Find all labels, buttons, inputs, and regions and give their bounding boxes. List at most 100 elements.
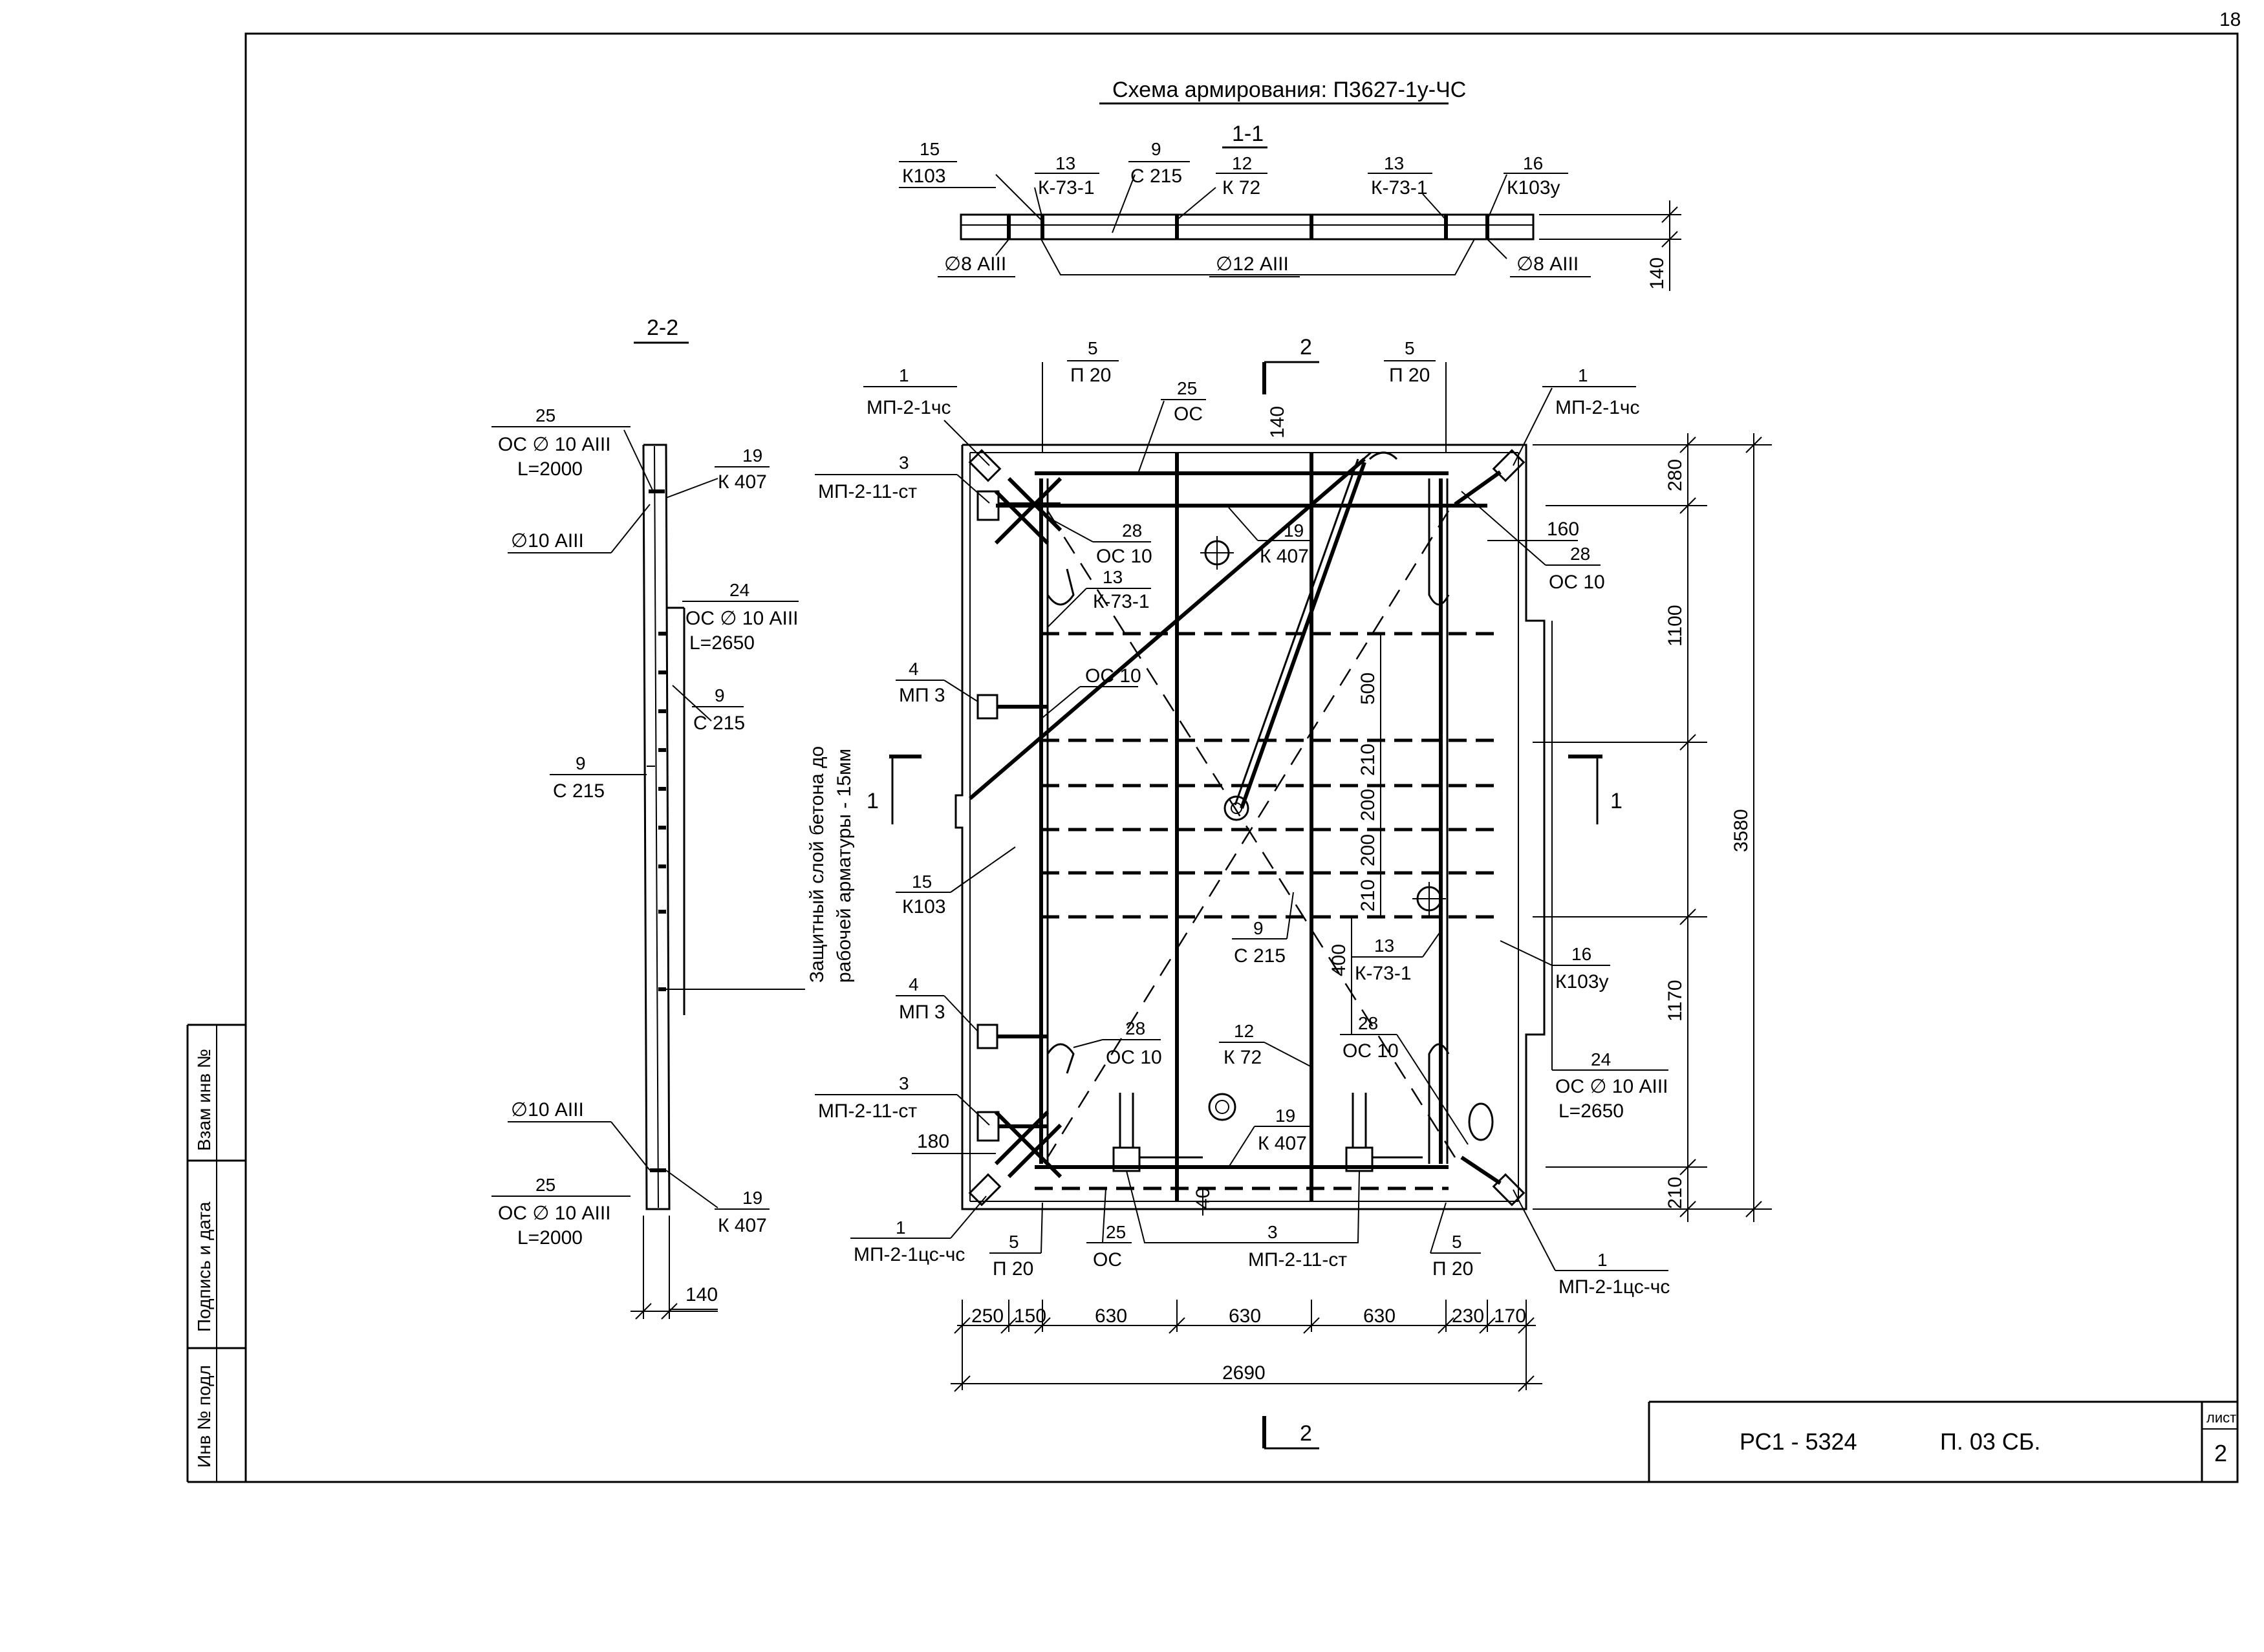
s22-c215-left-num: 9 xyxy=(576,753,586,773)
plan-right-1-text: МП-2-1цс-чс xyxy=(1558,1276,1670,1298)
s22-phi-bottom: ∅10 АIII xyxy=(511,1099,584,1121)
plan-top-1l-num: 1 xyxy=(899,365,909,385)
stamp-signature-date: Подпись и дата xyxy=(194,1201,214,1332)
s22-top-line2: L=2000 xyxy=(517,458,583,480)
s22-mid-num: 24 xyxy=(729,580,749,600)
plan-inner-19b-num: 19 xyxy=(1275,1106,1295,1126)
dim-230: 230 xyxy=(1452,1305,1484,1327)
s11-label-12-text: К 72 xyxy=(1222,177,1260,198)
section-1-1: 1-1 xyxy=(960,122,1681,291)
plan-inner-12-text: К 72 xyxy=(1224,1047,1262,1068)
plan-top-25-text: ОС xyxy=(1174,403,1203,425)
s11-height-dim: 140 xyxy=(1646,257,1668,290)
plan-left-labels: 3 МП-2-11-ст 28 ОС 10 13 К-73-1 4 МП 3 1… xyxy=(815,453,1152,1265)
dim-170: 170 xyxy=(1494,1305,1526,1327)
s22-k407-top-text: К 407 xyxy=(718,471,767,493)
section-markers xyxy=(889,361,1602,1450)
plan-top-1r-text: МП-2-1чс xyxy=(1555,397,1640,418)
plan-right-28-num: 28 xyxy=(1570,544,1590,564)
plan-top-5r-num: 5 xyxy=(1405,338,1415,358)
s22-c215-right-text: С 215 xyxy=(693,713,745,734)
stamp-replacement-inv: Взам инв № xyxy=(194,1049,214,1151)
dim-160: 160 xyxy=(1547,519,1579,540)
title-sheet-label: лист xyxy=(2206,1410,2236,1426)
cover-note-line2: рабочей арматуры - 15мм xyxy=(834,749,855,983)
plan-bottom-25-num: 25 xyxy=(1106,1222,1126,1242)
plan-inner-28b-num: 28 xyxy=(1125,1018,1145,1038)
plan-inner-19a-num: 19 xyxy=(1284,520,1304,541)
plan-dim-140-top: 140 xyxy=(1267,406,1288,438)
s11-label-9-text: С 215 xyxy=(1130,166,1182,187)
dim-3580: 3580 xyxy=(1730,809,1752,852)
plan-right-1-num: 1 xyxy=(1597,1250,1608,1270)
plan-left-4b-text: МП 3 xyxy=(899,1002,945,1023)
s11-label-13a-text: К-73-1 xyxy=(1038,177,1095,198)
plan-top-25-num: 25 xyxy=(1177,378,1197,398)
s11-label-15-text: К103 xyxy=(902,166,946,187)
s22-mid-line2: L=2650 xyxy=(689,632,755,654)
plan-view xyxy=(954,362,1546,1210)
plan-bottom-labels: 5 П 20 25 ОС 3 МП-2-11-ст 5 П 20 xyxy=(989,1170,1481,1280)
plan-right-16-text: К103у xyxy=(1555,971,1609,992)
plan-left-3b-text: МП-2-11-ст xyxy=(818,1100,917,1122)
section-mark-2-top: 2 xyxy=(1300,335,1312,359)
plan-inner-9-num: 9 xyxy=(1253,918,1264,938)
dim-630b: 630 xyxy=(1229,1305,1261,1327)
plan-left-4b-num: 4 xyxy=(909,974,919,994)
plan-right-24-line1: ОС ∅ 10 АIII xyxy=(1555,1076,1668,1097)
s22-bottom-num: 25 xyxy=(535,1175,555,1195)
dim-2690: 2690 xyxy=(1222,1362,1266,1384)
plan-top-1r-num: 1 xyxy=(1578,365,1588,385)
dim-40: 40 xyxy=(1192,1188,1214,1209)
plan-left-15-num: 15 xyxy=(912,872,932,892)
s22-phi-top: ∅10 АIII xyxy=(511,530,584,552)
plan-inner-13-num: 13 xyxy=(1374,936,1394,956)
plan-inner-oc10-text: ОС 10 xyxy=(1085,665,1141,687)
dim-150: 150 xyxy=(1014,1305,1046,1327)
plan-inner-28c-text: ОС 10 xyxy=(1342,1040,1399,1062)
plan-inner-dimensions xyxy=(1202,634,1381,1216)
plan-left-13-num: 13 xyxy=(1103,567,1123,587)
dim-500: 500 xyxy=(1357,672,1379,705)
plan-left-4a-text: МП 3 xyxy=(899,685,945,706)
plan-bottom-3-num: 3 xyxy=(1267,1222,1278,1242)
title-code: РС1 - 5324 xyxy=(1740,1428,1857,1455)
section-mark-1-left: 1 xyxy=(867,789,879,813)
sheet-corner-mark: 18 xyxy=(2219,9,2241,30)
s11-bottom-phi12: ∅12 АIII xyxy=(1216,253,1289,275)
cover-note-line1: Защитный слой бетона до xyxy=(806,746,828,983)
plan-left-3b-num: 3 xyxy=(899,1073,909,1093)
plan-left-1-num: 1 xyxy=(896,1218,906,1238)
plan-bottom-5l-num: 5 xyxy=(1009,1232,1019,1252)
plan-top-5r-text: П 20 xyxy=(1389,365,1430,386)
dim-210-right: 210 xyxy=(1665,1177,1686,1209)
plan-left-13-text: К-73-1 xyxy=(1093,591,1150,612)
section-2-2: 2-2 xyxy=(610,316,805,1320)
plan-left-28a-num: 28 xyxy=(1122,520,1142,541)
s22-c215-right-num: 9 xyxy=(715,685,725,705)
plan-left-1-text: МП-2-1цс-чс xyxy=(854,1244,965,1265)
plan-top-5l-text: П 20 xyxy=(1070,365,1111,386)
dim-210a: 210 xyxy=(1357,744,1379,776)
s22-c215-left-text: С 215 xyxy=(553,780,605,802)
plan-top-5l-num: 5 xyxy=(1088,338,1098,358)
drawing-title: Схема армирования: П3627-1у-ЧС xyxy=(1112,78,1466,102)
s11-label-13b-num: 13 xyxy=(1384,153,1404,173)
section-mark-2-bottom: 2 xyxy=(1300,1421,1312,1446)
plan-top-labels: 1 МП-2-1чс 5 П 20 25 ОС 5 П 20 1 МП-2-1ч… xyxy=(863,338,1640,474)
s22-mid-line1: ОС ∅ 10 АIII xyxy=(685,608,799,629)
plan-inner-12-num: 12 xyxy=(1234,1021,1254,1041)
s22-width-dim: 140 xyxy=(685,1284,718,1305)
plan-right-24-line2: L=2650 xyxy=(1558,1100,1624,1122)
s11-label-16-text: К103у xyxy=(1507,177,1560,198)
s11-label-15-num: 15 xyxy=(920,139,940,159)
dim-630c: 630 xyxy=(1363,1305,1396,1327)
stamp-original-inv: Инв № подл xyxy=(194,1365,214,1468)
s22-k407-bottom-num: 19 xyxy=(742,1188,762,1208)
plan-inner-labels: 19 К 407 ОС 10 9 С 215 13 К-73-1 28 ОС 1… xyxy=(1042,507,1469,1168)
dim-250: 250 xyxy=(971,1305,1004,1327)
dim-200a: 200 xyxy=(1357,789,1379,821)
dim-200b: 200 xyxy=(1357,834,1379,866)
title-doc: П. 03 СБ. xyxy=(1940,1428,2041,1455)
section-1-1-heading: 1-1 xyxy=(1232,122,1264,146)
